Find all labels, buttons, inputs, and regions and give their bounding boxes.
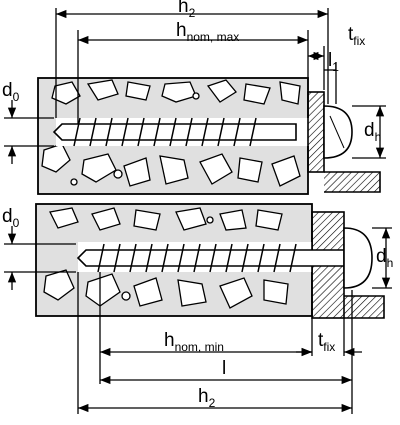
label-d0-bottom: d0: [2, 206, 20, 230]
bottom-screw-thread: [97, 243, 297, 273]
label-tfix-bottom: tfix: [318, 330, 335, 354]
bottom-screw-head: [343, 227, 373, 289]
label-h2-bottom: h2: [198, 386, 216, 410]
label-l: l: [222, 358, 226, 379]
dimension-labels: h2 hnom, max tfix l1 d0 dh d0 dh hnom, m…: [2, 0, 393, 410]
label-d0-top: d0: [2, 80, 20, 104]
label-hnom-max: hnom, max: [176, 20, 239, 44]
label-l1: l1: [328, 50, 339, 74]
bottom-concrete-aggregate: [43, 207, 289, 309]
label-dh-top: dh: [364, 120, 381, 144]
top-screw-shank: [52, 123, 297, 141]
top-screw-thread: [73, 117, 257, 147]
top-fixture: [307, 91, 325, 173]
top-concrete-aggregate: [41, 79, 301, 187]
top-installation: [4, 8, 386, 195]
top-screw-head: [323, 105, 353, 159]
label-tfix-top: tfix: [348, 24, 365, 48]
label-dh-bottom: dh: [376, 246, 393, 270]
top-dimension-lines: [4, 8, 386, 164]
bottom-dimension-lines: [4, 226, 392, 414]
label-h2-top: h2: [178, 0, 196, 20]
label-hnom-min: hnom, min: [164, 330, 224, 354]
bottom-installation: [4, 203, 392, 414]
